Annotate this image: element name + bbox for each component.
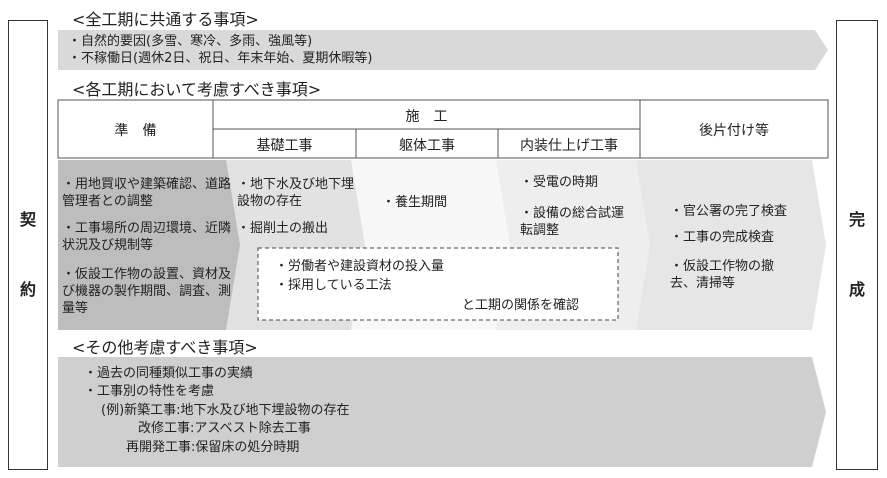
header-construction: 施 工 <box>405 109 448 125</box>
contract-label-1: 契 <box>19 210 36 229</box>
phase-items-heading: <各工期において考慮すべき事項> <box>72 80 322 99</box>
dashed-box-item-2: ・採用している工法 <box>275 278 392 293</box>
cleanup-item-2: ・工事の完成検査 <box>670 230 775 245</box>
structure-item-1: ・養生期間 <box>382 195 448 210</box>
foundation-item-2: ・掘削土の搬出 <box>237 221 329 236</box>
interior-item-1: ・受電の時期 <box>520 175 599 190</box>
completion-label-1: 完 <box>848 210 865 229</box>
other-items-heading: <その他考慮すべき事項> <box>72 338 258 357</box>
foundation-item-1: ・地下水及び地下埋設物の存在 <box>237 177 355 209</box>
header-structure: 躯体工事 <box>399 138 455 154</box>
other-item-5: 再開発工事:保留床の処分時期 <box>126 440 300 455</box>
other-items-arrow <box>58 357 826 467</box>
preparation-item-2: ・工事場所の周辺環境、近隣状況及び規制等 <box>62 221 232 253</box>
completion-label-2: 成 <box>848 280 865 299</box>
other-item-2: ・工事別の特性を考慮 <box>84 384 215 399</box>
preparation-arrow <box>58 160 240 330</box>
cleanup-item-3: ・仮設工作物の撤去、清掃等 <box>670 259 775 291</box>
cleanup-item-1: ・官公署の完了検査 <box>670 204 788 219</box>
cleanup-arrow <box>635 160 826 330</box>
preparation-item-1: ・用地買収や建築確認、道路管理者との調整 <box>62 177 232 209</box>
dashed-box-item-1: ・労働者や建設資材の投入量 <box>275 259 445 274</box>
other-item-3: (例)新築工事:地下水及び地下埋設物の存在 <box>101 403 350 418</box>
header-preparation: 準 備 <box>114 123 157 139</box>
completion-box: 完 成 <box>836 20 878 470</box>
preparation-item-3: ・仮設工作物の設置、資材及び機器の製作期間、調査、測量等 <box>62 267 232 316</box>
header-interior: 内装仕上げ工事 <box>520 138 618 154</box>
interior-item-2: ・設備の総合試運転調整 <box>520 206 625 238</box>
contract-label-2: 約 <box>19 280 36 299</box>
common-item-1: ・自然的要因(多雪、寒冷、多雨、強風等) <box>68 34 313 49</box>
dashed-box <box>257 247 619 321</box>
header-foundation: 基礎工事 <box>256 138 313 154</box>
contract-box: 契 約 <box>8 20 48 470</box>
dashed-box-item-3: と工期の関係を確認 <box>462 298 580 313</box>
common-items-arrow <box>58 30 828 70</box>
common-item-2: ・不稼働日(週休2日、祝日、年末年始、夏期休暇等) <box>68 51 373 66</box>
header-cleanup: 後片付け等 <box>699 123 769 139</box>
other-item-1: ・過去の同種類似工事の実績 <box>84 366 254 381</box>
other-item-4: 改修工事:アスベスト除去工事 <box>138 421 311 436</box>
common-items-heading: <全工期に共通する事項> <box>72 10 259 29</box>
